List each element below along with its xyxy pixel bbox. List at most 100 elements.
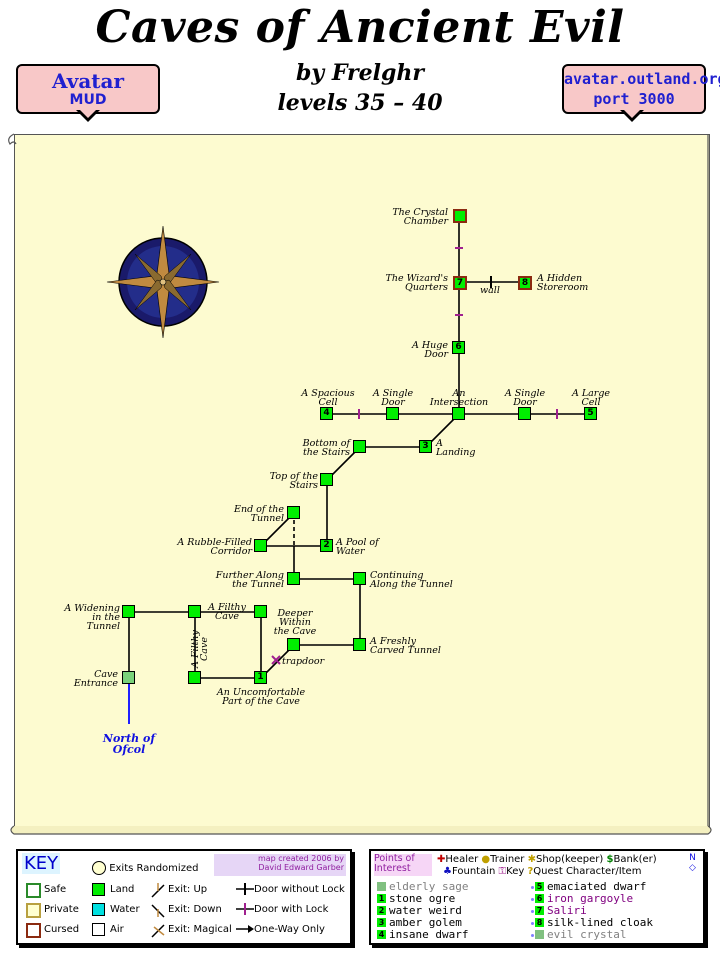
key-safe: Safe — [44, 884, 67, 895]
room-landing[interactable]: 3 — [419, 440, 432, 453]
exits-randomized-label: Exits Randomized — [109, 863, 199, 874]
mini-compass: N ◇ — [689, 853, 696, 873]
credit-box: map created 2006 by David Edward Garber — [214, 854, 346, 876]
poi-right-bullet-1: 5 — [535, 882, 544, 891]
poi-bank: Bank(er) — [613, 854, 657, 865]
room-hidden-storeroom[interactable]: 8 — [518, 276, 532, 290]
bank-icon: $ — [606, 854, 614, 865]
poi-right-row-1: 5 emaciated dwarf — [535, 880, 695, 893]
room-deeper-within[interactable] — [287, 638, 300, 651]
label-top-stairs: Top of the Stairs — [269, 471, 318, 491]
poi-left-row-2: 1 stone ogre — [377, 892, 537, 905]
key-panel: KEY Exits Randomized map created 2006 by… — [16, 849, 352, 945]
poi-right-bullet-5 — [535, 930, 544, 939]
label-spacious-cell: A Spacious Cell — [301, 388, 355, 408]
poi-right-row-3: 7 Saliri — [535, 904, 695, 917]
label-further-along: Further Along the Tunnel — [215, 570, 284, 590]
compass-rose — [106, 225, 220, 339]
exit-north-of-ofcol[interactable]: North of Ofcol — [102, 732, 156, 756]
key-water: Water — [110, 904, 140, 915]
label-landing: A Landing — [436, 438, 476, 458]
shop-icon: ✱ — [527, 854, 536, 865]
poi-left-bullet-1 — [377, 882, 386, 891]
poi-right-text-5: evil crystal — [547, 928, 627, 941]
poi-right-text-1: emaciated dwarf — [547, 880, 647, 893]
room-uncomfortable[interactable]: 1 — [254, 671, 267, 684]
room-end-of-tunnel[interactable] — [287, 506, 300, 519]
label-hidden-storeroom: A Hidden Storeroom — [537, 273, 589, 293]
poi-trainer: Trainer — [490, 854, 525, 865]
room-crystal-chamber[interactable] — [453, 209, 467, 223]
room-further-along[interactable] — [287, 572, 300, 585]
room-freshly-carved[interactable] — [353, 638, 366, 651]
exits-randomized-icon — [92, 861, 106, 875]
room-wizards-quarters[interactable]: 7 — [453, 276, 467, 290]
poi-right-bullet-3: 7 — [535, 906, 544, 915]
exits-randomized-item: Exits Randomized — [92, 861, 198, 875]
poi-left-text-3: water weird — [389, 904, 462, 917]
key-door-no-lock: Door without Lock — [254, 884, 345, 895]
poi-left-row-3: 2 water weird — [377, 904, 537, 917]
room-continuing-along[interactable] — [353, 572, 366, 585]
key-icon: ⚿ — [498, 866, 507, 877]
label-cave-entrance: Cave Entrance — [73, 669, 118, 689]
safe-swatch — [26, 883, 41, 898]
exit-symbols — [151, 883, 165, 938]
badge-mud-text: MUD — [69, 92, 107, 108]
room-filthy-cave-bottom[interactable] — [188, 671, 201, 684]
room-intersection[interactable] — [452, 407, 465, 420]
label-rubble-corridor: A Rubble-Filled Corridor — [177, 537, 252, 557]
poi-left-row-4: 3 amber golem — [377, 916, 537, 929]
key-exit-up: Exit: Up — [168, 884, 208, 895]
label-widening: A Widening in the Tunnel — [64, 603, 120, 632]
author-line: by Frelghr — [296, 60, 424, 86]
poi-healer: Healer — [445, 854, 479, 865]
credit-line-2: David Edward Garber — [258, 863, 344, 872]
poi-key: Key — [506, 866, 525, 877]
key-air: Air — [110, 924, 124, 935]
room-bottom-of-stairs[interactable] — [353, 440, 366, 453]
room-rubble-corridor[interactable] — [254, 539, 267, 552]
label-bottom-stairs: Bottom of the Stairs — [302, 438, 350, 458]
poi-shop: Shop(keeper) — [536, 854, 604, 865]
poi-right-row-4: 8 silk-lined cloak — [535, 916, 695, 929]
private-swatch — [26, 903, 41, 918]
label-continuing-along: Continuing Along the Tunnel — [370, 570, 453, 590]
server-host-text: avatar.outland.org — [564, 70, 720, 88]
room-widening[interactable] — [122, 605, 135, 618]
room-pool-of-water[interactable]: 2 — [320, 539, 333, 552]
label-trapdoor: trapdoor — [282, 656, 325, 667]
room-top-of-stairs[interactable] — [320, 473, 333, 486]
poi-right-row-5: evil crystal — [535, 928, 695, 941]
quest-icon: ? — [527, 866, 534, 877]
fountain-icon: ♣ — [443, 866, 452, 877]
label-intersection: An Intersection — [429, 388, 489, 408]
poi-left-text-2: stone ogre — [389, 892, 456, 905]
label-wall: wall — [480, 285, 500, 296]
poi-right-list: 5 emaciated dwarf 6 iron gargoyle 7 Sali… — [535, 880, 695, 941]
poi-dots — [531, 882, 534, 942]
label-filthy-cave: A Filthy Cave — [208, 602, 246, 622]
room-cave-entrance[interactable] — [122, 671, 135, 684]
poi-left-row-5: 4 insane dwarf — [377, 928, 537, 941]
room-filthy-cave-right[interactable] — [254, 605, 267, 618]
poi-title-line1: Points of — [374, 853, 415, 864]
poi-right-bullet-2: 6 — [535, 894, 544, 903]
poi-left-text-5: insane dwarf — [389, 928, 469, 941]
room-single-door-right[interactable] — [518, 407, 531, 420]
room-filthy-cave-top[interactable] — [188, 605, 201, 618]
room-spacious-cell[interactable]: 4 — [320, 407, 333, 420]
map-title: Caves of Ancient Evil — [95, 2, 625, 53]
trainer-icon: ● — [481, 854, 491, 865]
healer-icon: ✚ — [437, 854, 446, 865]
poi-right-text-4: silk-lined cloak — [547, 916, 653, 929]
cursed-swatch — [26, 923, 41, 938]
room-huge-door[interactable]: 6 — [452, 341, 465, 354]
room-single-door-left[interactable] — [386, 407, 399, 420]
levels-line: levels 35 – 40 — [277, 90, 443, 116]
key-exit-down: Exit: Down — [168, 904, 222, 915]
room-large-cell[interactable]: 5 — [584, 407, 597, 420]
badge-avatar-text: Avatar — [51, 69, 125, 93]
label-freshly-carved: A Freshly Carved Tunnel — [370, 636, 441, 656]
server-port-text: port 3000 — [593, 90, 675, 108]
